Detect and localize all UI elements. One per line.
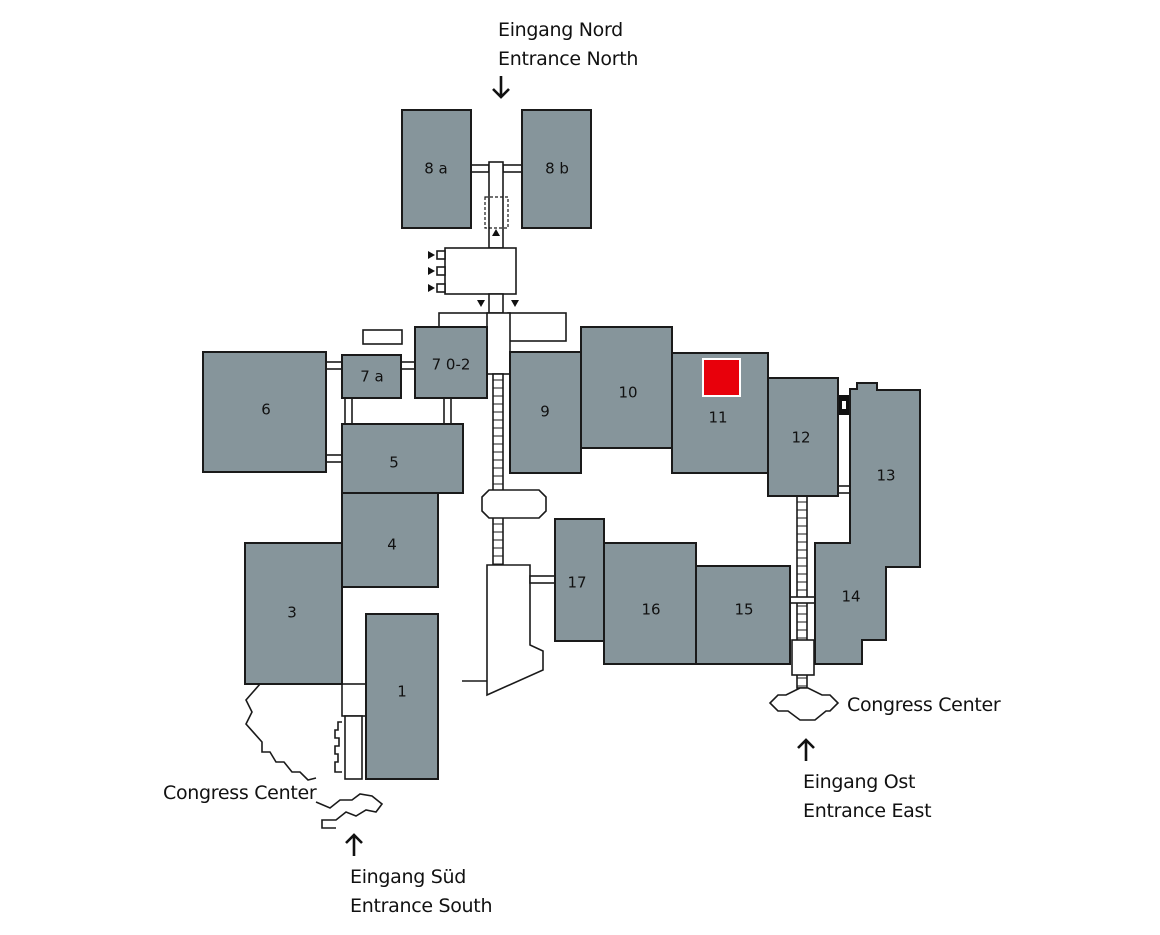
central-walkway: [462, 373, 556, 697]
hall-11[interactable]: [671, 352, 769, 474]
hall-15-label: 15: [734, 601, 753, 619]
hall-1[interactable]: [365, 613, 439, 780]
east-walkway: [768, 395, 851, 721]
hall-13-label: 13: [876, 467, 895, 485]
hall-8b-label: 8 b: [545, 160, 569, 178]
hall-15[interactable]: [695, 565, 791, 665]
north-corridors: [362, 161, 567, 375]
hall-12-label: 12: [791, 429, 810, 447]
entrance-north-label-en: Entrance North: [498, 48, 638, 70]
hall-7a-label: 7 a: [360, 368, 384, 386]
south-connectors: [245, 683, 384, 829]
hall-6[interactable]: [202, 351, 327, 473]
hall-11-label: 11: [708, 409, 727, 427]
hall-9[interactable]: [509, 351, 582, 474]
hall-8a[interactable]: [401, 109, 472, 229]
congress-center-west-label: Congress Center: [163, 782, 317, 804]
hall-8a-label: 8 a: [424, 160, 448, 178]
hall-5-label: 5: [389, 454, 399, 472]
entrance-south-label-de: Eingang Süd: [350, 866, 466, 888]
hall-11-highlight-marker: [702, 358, 741, 397]
entrance-north-label-de: Eingang Nord: [498, 19, 623, 41]
hall-3-label: 3: [287, 604, 297, 622]
hall-8b[interactable]: [521, 109, 592, 229]
hall-9-label: 9: [540, 403, 550, 421]
hall-14-label: 14: [841, 588, 860, 606]
hall-10-label: 10: [618, 384, 637, 402]
congress-center-east-label: Congress Center: [847, 694, 1001, 716]
hall-17-label: 17: [567, 574, 586, 592]
hall-1-label: 1: [397, 683, 407, 701]
arrow-up-icon: [797, 738, 815, 761]
arrow-down-icon: [492, 76, 510, 99]
hall-7-0-2-label: 7 0-2: [432, 356, 471, 374]
hall-6-label: 6: [261, 401, 271, 419]
hall-12[interactable]: [767, 377, 839, 497]
entrance-east-label-de: Eingang Ost: [803, 771, 915, 793]
arrow-up-icon: [345, 833, 363, 856]
hall-13-14[interactable]: [814, 382, 921, 665]
hall-5[interactable]: [341, 423, 464, 494]
hall-7a[interactable]: [341, 354, 402, 399]
hall-7-0-2[interactable]: [414, 326, 488, 399]
entrance-east-label-en: Entrance East: [803, 800, 931, 822]
hall-10[interactable]: [580, 326, 673, 449]
entrance-south-label-en: Entrance South: [350, 895, 492, 917]
hall-4[interactable]: [341, 492, 439, 588]
hall-16-label: 16: [641, 601, 660, 619]
hall-3[interactable]: [244, 542, 343, 685]
hall-4-label: 4: [387, 536, 397, 554]
